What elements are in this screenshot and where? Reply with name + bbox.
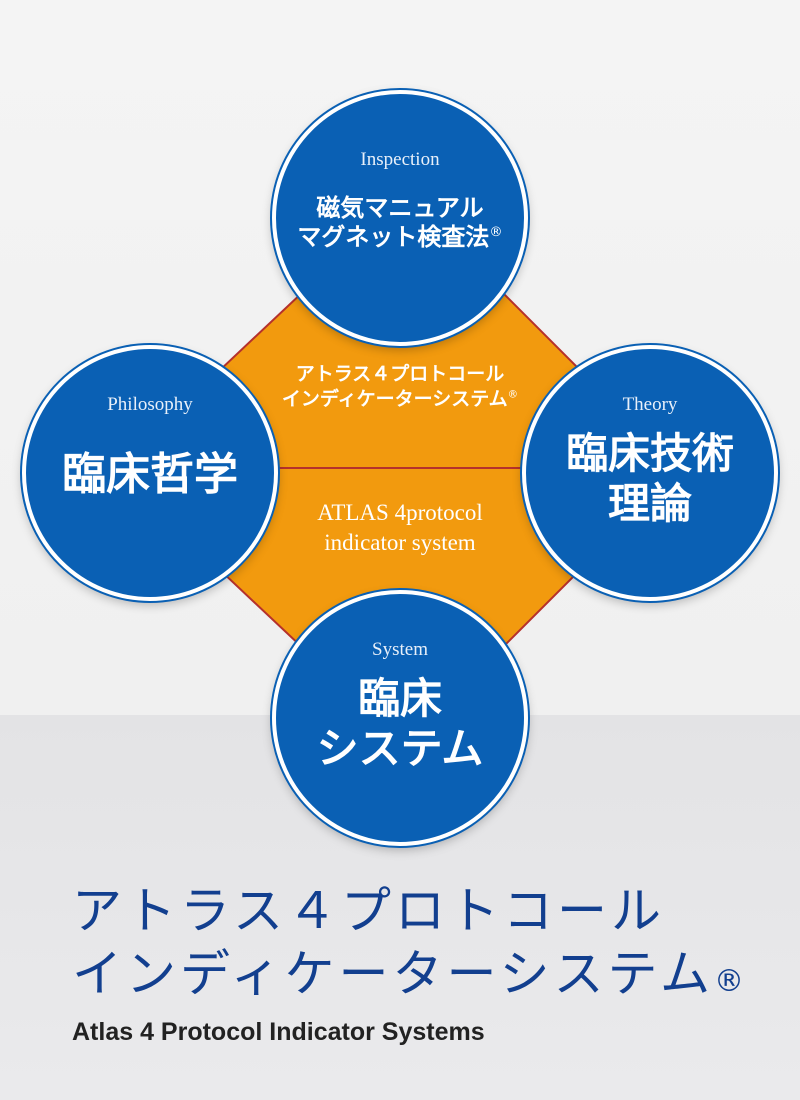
center-title: アトラス４プロトコール インディケーターシステム® xyxy=(220,362,580,411)
circle-theory-jp-line2: 理論 xyxy=(607,479,692,529)
circle-philosophy: Philosophy 臨床哲学 xyxy=(22,345,278,601)
footer-title: アトラス４プロトコール インディケーターシステム® xyxy=(72,880,748,1005)
circle-theory-en: Theory xyxy=(622,394,678,415)
circle-system-en: System xyxy=(372,639,428,660)
center-subtitle: ATLAS 4protocol indicator system xyxy=(220,498,580,558)
footer-title-line1: アトラス４プロトコール xyxy=(72,882,665,940)
circle-philosophy-en: Philosophy xyxy=(107,394,193,415)
footer-title-line2-wrap: インディケーターシステム® xyxy=(72,943,748,1006)
registered-mark: ® xyxy=(489,224,503,240)
circle-system-jp-line1: 臨床 xyxy=(357,674,442,723)
center-subtitle-line2: indicator system xyxy=(324,529,476,555)
center-title-line2-wrap: インディケーターシステム® xyxy=(220,387,580,412)
circle-theory: Theory 臨床技術 理論 xyxy=(522,345,778,601)
circle-inspection-jp: 磁気マニュアル マグネット検査法® xyxy=(276,194,524,252)
circle-inspection-jp-line1: 磁気マニュアル xyxy=(316,194,484,222)
registered-mark: ® xyxy=(507,388,519,401)
circle-system-jp: 臨床 システム xyxy=(276,674,524,775)
circle-inspection-jp-line2-wrap: マグネット検査法® xyxy=(276,223,524,252)
circle-theory-jp-line1: 臨床技術 xyxy=(565,429,734,478)
circle-system: System 臨床 システム xyxy=(272,590,528,846)
center-subtitle-line1: ATLAS 4protocol xyxy=(317,500,483,525)
registered-mark: ® xyxy=(714,963,748,999)
footer-title-line2: インディケーターシステム xyxy=(72,944,714,1003)
footer-subtitle: Atlas 4 Protocol Indicator Systems xyxy=(72,1018,485,1046)
circle-inspection-jp-line2: マグネット検査法 xyxy=(297,222,490,251)
circle-philosophy-jp-line1: 臨床哲学 xyxy=(62,449,238,500)
circle-inspection-en: Inspection xyxy=(360,149,440,170)
center-title-line2: インディケーターシステム xyxy=(281,387,508,410)
diagram: アトラス４プロトコール インディケーターシステム® ATLAS 4protoco… xyxy=(22,90,778,846)
circle-philosophy-jp: 臨床哲学 xyxy=(26,449,274,502)
circle-theory-jp: 臨床技術 理論 xyxy=(526,429,774,530)
circle-system-jp-line2: システム xyxy=(316,724,484,774)
circle-inspection: Inspection 磁気マニュアル マグネット検査法® xyxy=(272,90,528,346)
center-title-line1: アトラス４プロトコール xyxy=(295,363,505,385)
